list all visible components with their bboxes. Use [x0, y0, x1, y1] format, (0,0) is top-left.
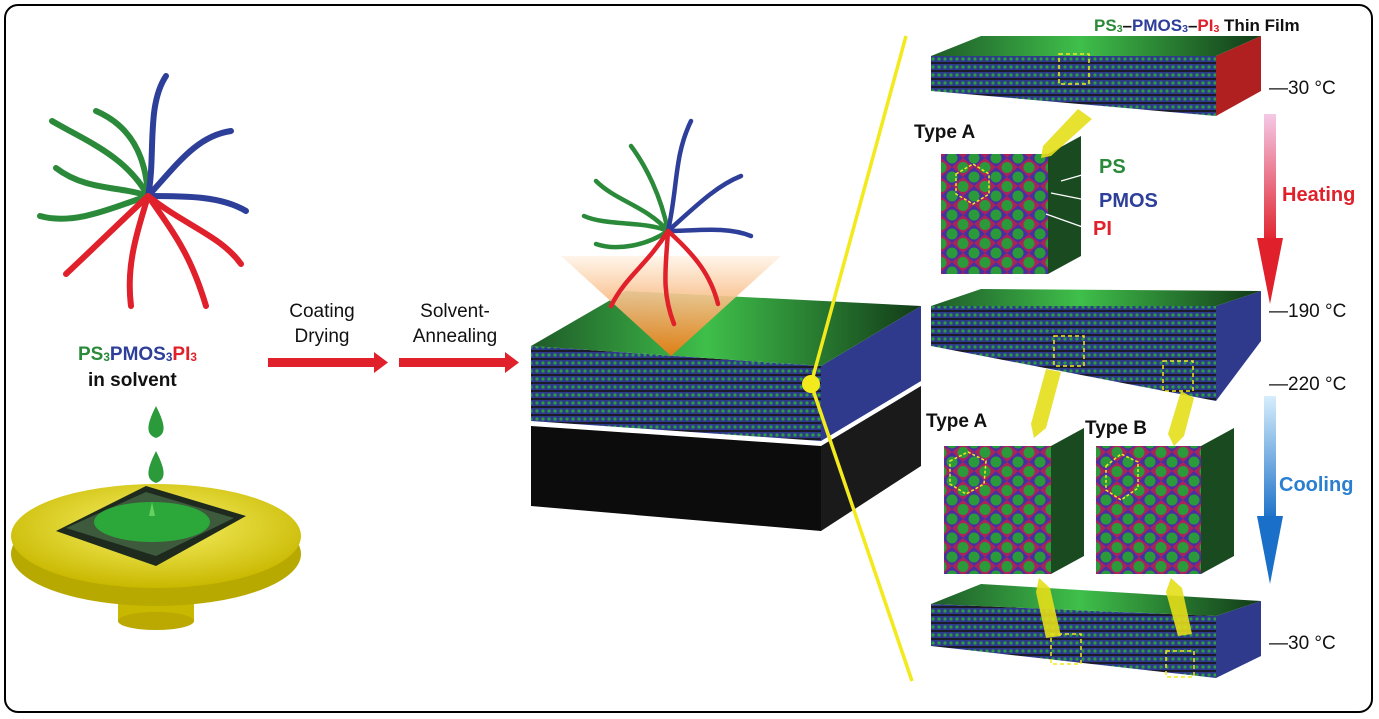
type-a-label-top: Type A	[914, 122, 976, 143]
drop-icon	[148, 451, 164, 483]
film-stack-top	[931, 36, 1261, 116]
process-arrows	[268, 352, 519, 373]
solution-solvent-label: in solvent	[88, 370, 177, 391]
transition-arrows	[1031, 109, 1194, 638]
figure-frame: PS3–PMOS3–PI3 Thin Film PS3PMOS3PI3 in s…	[4, 4, 1373, 713]
ps-label: PS	[1099, 156, 1126, 178]
coating-label: Coating	[289, 301, 355, 322]
cooling-arrow	[1257, 396, 1283, 584]
solution-formula: PS3PMOS3PI3	[78, 344, 197, 365]
type-a-block-top	[941, 136, 1081, 274]
star-polymer-left	[37, 73, 249, 309]
temp-label-190: —190 °C	[1269, 301, 1347, 322]
annealing-label: Annealing	[412, 326, 498, 347]
zoom-lines	[809, 35, 914, 682]
type-b-label: Type B	[1085, 418, 1147, 439]
heating-label: Heating	[1282, 184, 1356, 206]
zoom-point	[802, 375, 820, 393]
temp-label-30-top: —30 °C	[1269, 78, 1336, 99]
type-b-block	[1096, 428, 1234, 574]
drying-label: Drying	[294, 326, 350, 347]
star-polymer-center	[581, 118, 754, 327]
film-stack-middle	[931, 289, 1261, 401]
spin-coater	[11, 484, 301, 630]
solvent-label: Solvent-	[420, 301, 490, 322]
pmos-label: PMOS	[1099, 190, 1158, 212]
heating-arrow	[1257, 114, 1283, 304]
type-a-block-bottom	[944, 428, 1084, 574]
pi-label: PI	[1093, 218, 1112, 240]
annealed-film	[531, 256, 921, 531]
component-pointers	[1045, 170, 1097, 231]
film-stack-bottom	[931, 584, 1261, 678]
temp-label-220: —220 °C	[1269, 374, 1347, 395]
type-a-label-bottom: Type A	[926, 411, 988, 432]
drop-icon	[148, 406, 164, 438]
temp-label-30-bottom: —30 °C	[1269, 633, 1336, 654]
thin-film-title: PS3–PMOS3–PI3 Thin Film	[1094, 16, 1300, 36]
diagram-canvas	[11, 35, 1283, 682]
cooling-label: Cooling	[1279, 474, 1354, 496]
